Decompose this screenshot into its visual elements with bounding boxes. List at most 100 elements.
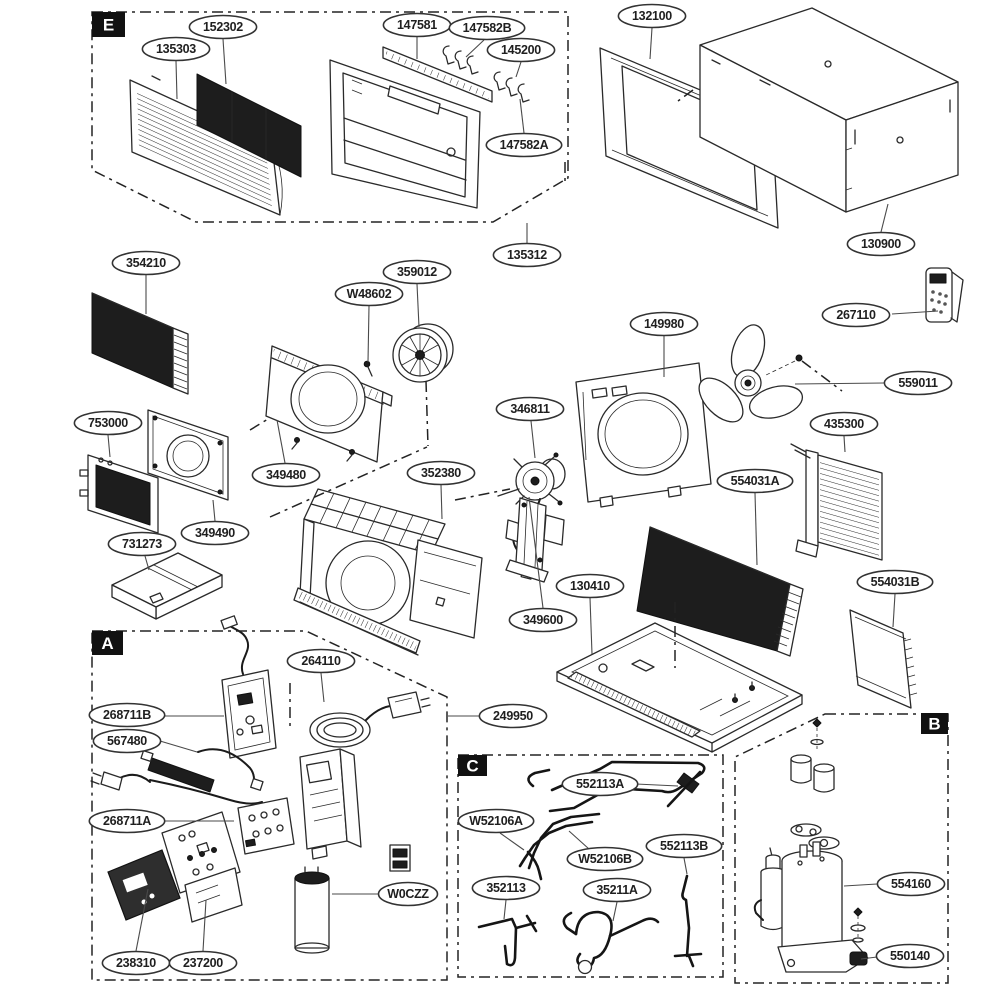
part-leader-554031B: [892, 593, 896, 628]
part-number-559011: 559011: [898, 376, 938, 390]
part-label-554031B[interactable]: 554031B: [856, 569, 934, 628]
part-balloon-W0CZZ[interactable]: [377, 881, 439, 907]
part-balloon-349600[interactable]: [508, 607, 578, 633]
part-number-349480: 349480: [266, 468, 306, 482]
part-balloon-249950[interactable]: [478, 703, 548, 729]
part-label-349490[interactable]: 349490: [180, 499, 250, 546]
part-balloon-554031B[interactable]: [856, 569, 934, 595]
part-number-147582B: 147582B: [463, 21, 512, 35]
part-balloon-152302[interactable]: [188, 14, 258, 40]
part-label-W48602[interactable]: W48602: [334, 281, 404, 363]
part-label-268711A[interactable]: 268711A: [88, 808, 234, 834]
part-balloon-264110[interactable]: [286, 648, 356, 674]
part-leader-W52106A: [499, 832, 525, 851]
part-label-435300[interactable]: 435300: [809, 411, 879, 453]
part-label-554160[interactable]: 554160: [843, 871, 946, 897]
part-balloon-359012[interactable]: [382, 259, 452, 285]
part-label-147582B[interactable]: 147582B: [448, 15, 526, 58]
part-label-130410[interactable]: 130410: [555, 573, 625, 655]
part-balloon-W48602[interactable]: [334, 281, 404, 307]
part-label-554031A[interactable]: 554031A: [716, 468, 794, 566]
part-label-354210[interactable]: 354210: [111, 250, 181, 315]
part-label-237200[interactable]: 237200: [168, 899, 238, 976]
part-label-349480[interactable]: 349480: [251, 419, 321, 488]
part-label-249950[interactable]: 249950: [448, 703, 548, 729]
part-label-135312[interactable]: 135312: [492, 223, 562, 268]
part-label-267110[interactable]: 267110: [821, 302, 939, 328]
part-label-W52106A[interactable]: W52106A: [457, 808, 535, 851]
part-balloon-W52106B[interactable]: [566, 846, 644, 872]
part-balloon-352380[interactable]: [406, 460, 476, 486]
part-balloon-753000[interactable]: [73, 410, 143, 436]
part-label-35211A[interactable]: 35211A: [582, 877, 652, 922]
part-balloon-130900[interactable]: [846, 231, 916, 257]
section-C: C: [457, 754, 724, 978]
part-balloon-349480[interactable]: [251, 462, 321, 488]
part-number-132100: 132100: [632, 9, 672, 23]
chassis-air-guide-352380: [293, 488, 483, 656]
part-balloon-267110[interactable]: [821, 302, 891, 328]
part-leader-731273: [144, 555, 150, 571]
part-balloon-35211A[interactable]: [582, 877, 652, 903]
part-label-130900[interactable]: 130900: [846, 203, 916, 257]
part-balloon-554031A[interactable]: [716, 468, 794, 494]
part-leader-554160: [843, 883, 878, 887]
compressor-gaskets: [790, 823, 840, 850]
part-label-147581[interactable]: 147581: [382, 12, 452, 60]
part-label-559011[interactable]: 559011: [794, 370, 953, 396]
part-label-352113[interactable]: 352113: [471, 875, 541, 920]
part-label-268711B[interactable]: 268711B: [88, 702, 224, 728]
part-label-145200[interactable]: 145200: [486, 37, 556, 78]
cabinet-shell-130900: [699, 7, 959, 213]
louver-clips-147582B: [442, 45, 479, 75]
part-balloon-349490[interactable]: [180, 520, 250, 546]
part-balloon-354210[interactable]: [111, 250, 181, 276]
discharge-tube-552113A: [527, 760, 706, 813]
part-label-W52106B[interactable]: W52106B: [566, 830, 644, 872]
part-balloon-W52106A[interactable]: [457, 808, 535, 834]
part-balloon-149980[interactable]: [629, 311, 699, 337]
part-label-135303[interactable]: 135303: [141, 36, 211, 100]
part-balloon-132100[interactable]: [617, 3, 687, 29]
part-label-149980[interactable]: 149980: [629, 311, 699, 378]
part-number-149980: 149980: [644, 317, 684, 331]
part-balloon-130410[interactable]: [555, 573, 625, 599]
part-balloon-135312[interactable]: [492, 242, 562, 268]
part-balloon-731273[interactable]: [107, 531, 177, 557]
part-balloon-147582A[interactable]: [485, 132, 563, 158]
part-label-264110[interactable]: 264110: [286, 648, 356, 703]
part-label-152302[interactable]: 152302: [188, 14, 258, 85]
part-label-352380[interactable]: 352380: [406, 460, 476, 520]
part-balloon-550140[interactable]: [875, 943, 945, 969]
part-balloon-135303[interactable]: [141, 36, 211, 62]
mount-bolt-washers: [850, 907, 866, 943]
part-balloon-147582B[interactable]: [448, 15, 526, 41]
part-balloon-346811[interactable]: [495, 396, 565, 422]
part-balloon-552113A[interactable]: [561, 771, 639, 797]
part-leader-147582A: [519, 98, 525, 134]
part-label-552113B[interactable]: 552113B: [645, 833, 723, 875]
part-label-W0CZZ[interactable]: W0CZZ: [332, 881, 439, 907]
part-balloon-567480[interactable]: [92, 728, 162, 754]
part-label-753000[interactable]: 753000: [73, 410, 143, 458]
part-balloon-145200[interactable]: [486, 37, 556, 63]
part-label-346811[interactable]: 346811: [495, 396, 565, 459]
part-label-552113A[interactable]: 552113A: [561, 771, 679, 797]
part-label-359012[interactable]: 359012: [382, 259, 452, 328]
part-label-731273[interactable]: 731273: [107, 531, 177, 571]
air-guide-349480: [265, 345, 393, 463]
part-balloon-237200[interactable]: [168, 950, 238, 976]
part-balloon-559011[interactable]: [883, 370, 953, 396]
part-balloon-554160[interactable]: [876, 871, 946, 897]
part-label-147582A[interactable]: 147582A: [485, 98, 563, 158]
part-balloon-268711B[interactable]: [88, 702, 166, 728]
part-balloon-352113[interactable]: [471, 875, 541, 901]
part-label-550140[interactable]: 550140: [860, 943, 945, 969]
part-label-567480[interactable]: 567480: [92, 728, 198, 754]
part-balloon-552113B[interactable]: [645, 833, 723, 859]
section-E: E: [91, 11, 569, 223]
part-balloon-268711A[interactable]: [88, 808, 166, 834]
part-balloon-435300[interactable]: [809, 411, 879, 437]
part-label-349600[interactable]: 349600: [508, 496, 578, 633]
part-label-132100[interactable]: 132100: [617, 3, 687, 60]
